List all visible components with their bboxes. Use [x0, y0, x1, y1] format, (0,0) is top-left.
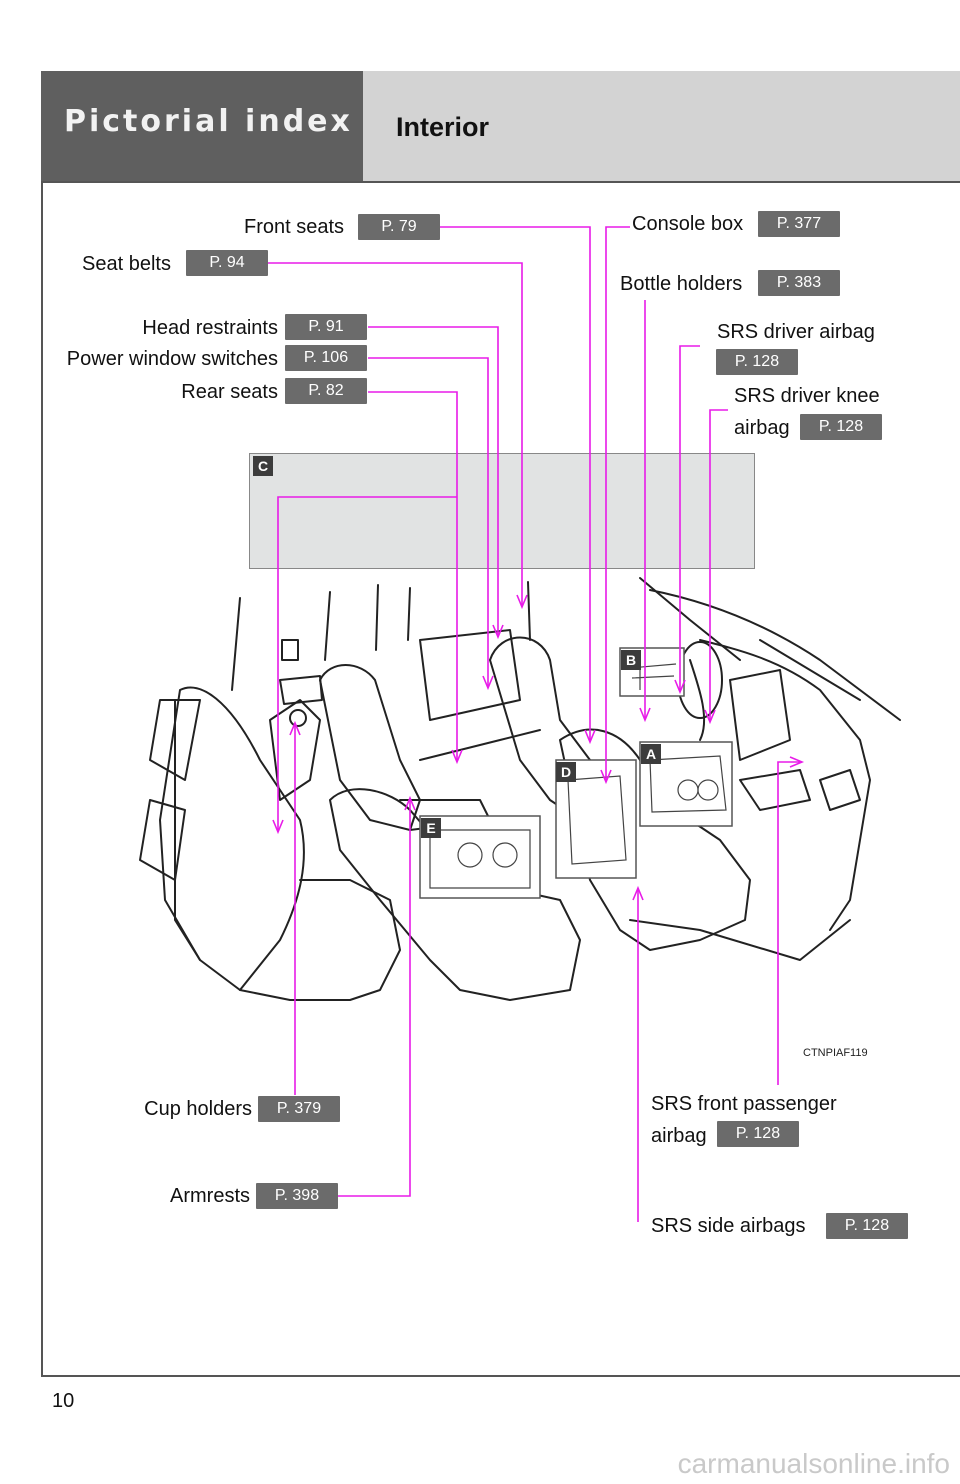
srs-driver-airbag-label: SRS driver airbag [717, 321, 875, 343]
srs-driver-knee-airbag-label: SRS driver knee [734, 385, 880, 407]
inset-boxes [419, 647, 733, 899]
rear-seats-page-badge[interactable]: P. 82 [285, 378, 367, 404]
leader-lines [268, 226, 800, 1222]
front-seats-label: Front seats [244, 216, 345, 238]
srs-driver-knee-airbag-page-badge[interactable]: P. 128 [800, 414, 882, 440]
subsection-title: Interior [396, 112, 490, 142]
figure-code: CTNPIAF119 [803, 1047, 868, 1059]
car-interior-drawing [139, 577, 901, 1001]
srs-driver-knee-airbag-label-2: airbag [734, 417, 790, 439]
leader-arrowheads [272, 594, 805, 901]
srs-side-airbags-label: SRS side airbags [651, 1215, 806, 1237]
front-seats-page-badge[interactable]: P. 79 [358, 214, 440, 240]
page-number: 10 [52, 1390, 75, 1412]
srs-front-passenger-airbag-page-badge[interactable]: P. 128 [717, 1121, 799, 1147]
header-subsection-bar [363, 71, 960, 181]
cup-holders-page-badge[interactable]: P. 379 [258, 1096, 340, 1122]
inset-details [429, 660, 727, 889]
srs-front-passenger-airbag-label: SRS front passenger [651, 1093, 837, 1115]
inset-tag-d: D [556, 762, 576, 782]
inset-box-c [249, 453, 755, 569]
armrests-label: Armrests [170, 1185, 250, 1207]
bottle-holders-page-badge[interactable]: P. 383 [758, 270, 840, 296]
srs-side-airbags-page-badge[interactable]: P. 128 [826, 1213, 908, 1239]
inset-tag-c: C [253, 456, 273, 476]
seat-belts-page-badge[interactable]: P. 94 [186, 250, 268, 276]
console-box-page-badge[interactable]: P. 377 [758, 211, 840, 237]
bottle-holders-label: Bottle holders [620, 273, 743, 295]
power-window-switches-label: Power window switches [66, 348, 278, 370]
header-section-bar [41, 71, 363, 181]
srs-front-passenger-airbag-label-2: airbag [651, 1125, 707, 1147]
head-restraints-page-badge[interactable]: P. 91 [285, 314, 367, 340]
section-title: Pictorial index [64, 104, 353, 139]
seat-belts-label: Seat belts [82, 253, 171, 275]
inset-tag-e: E [421, 818, 441, 838]
watermark: carmanualsonline.info [677, 1448, 950, 1479]
inset-tag-b: B [621, 650, 641, 670]
header-divider [41, 181, 960, 183]
console-box-label: Console box [632, 213, 744, 235]
cup-holders-label: Cup holders [144, 1098, 252, 1120]
head-restraints-label: Head restraints [142, 317, 278, 339]
srs-driver-airbag-page-badge[interactable]: P. 128 [716, 349, 798, 375]
armrests-page-badge[interactable]: P. 398 [256, 1183, 338, 1209]
power-window-switches-page-badge[interactable]: P. 106 [285, 345, 367, 371]
inset-tag-a: A [641, 744, 661, 764]
rear-seats-label: Rear seats [181, 381, 278, 403]
